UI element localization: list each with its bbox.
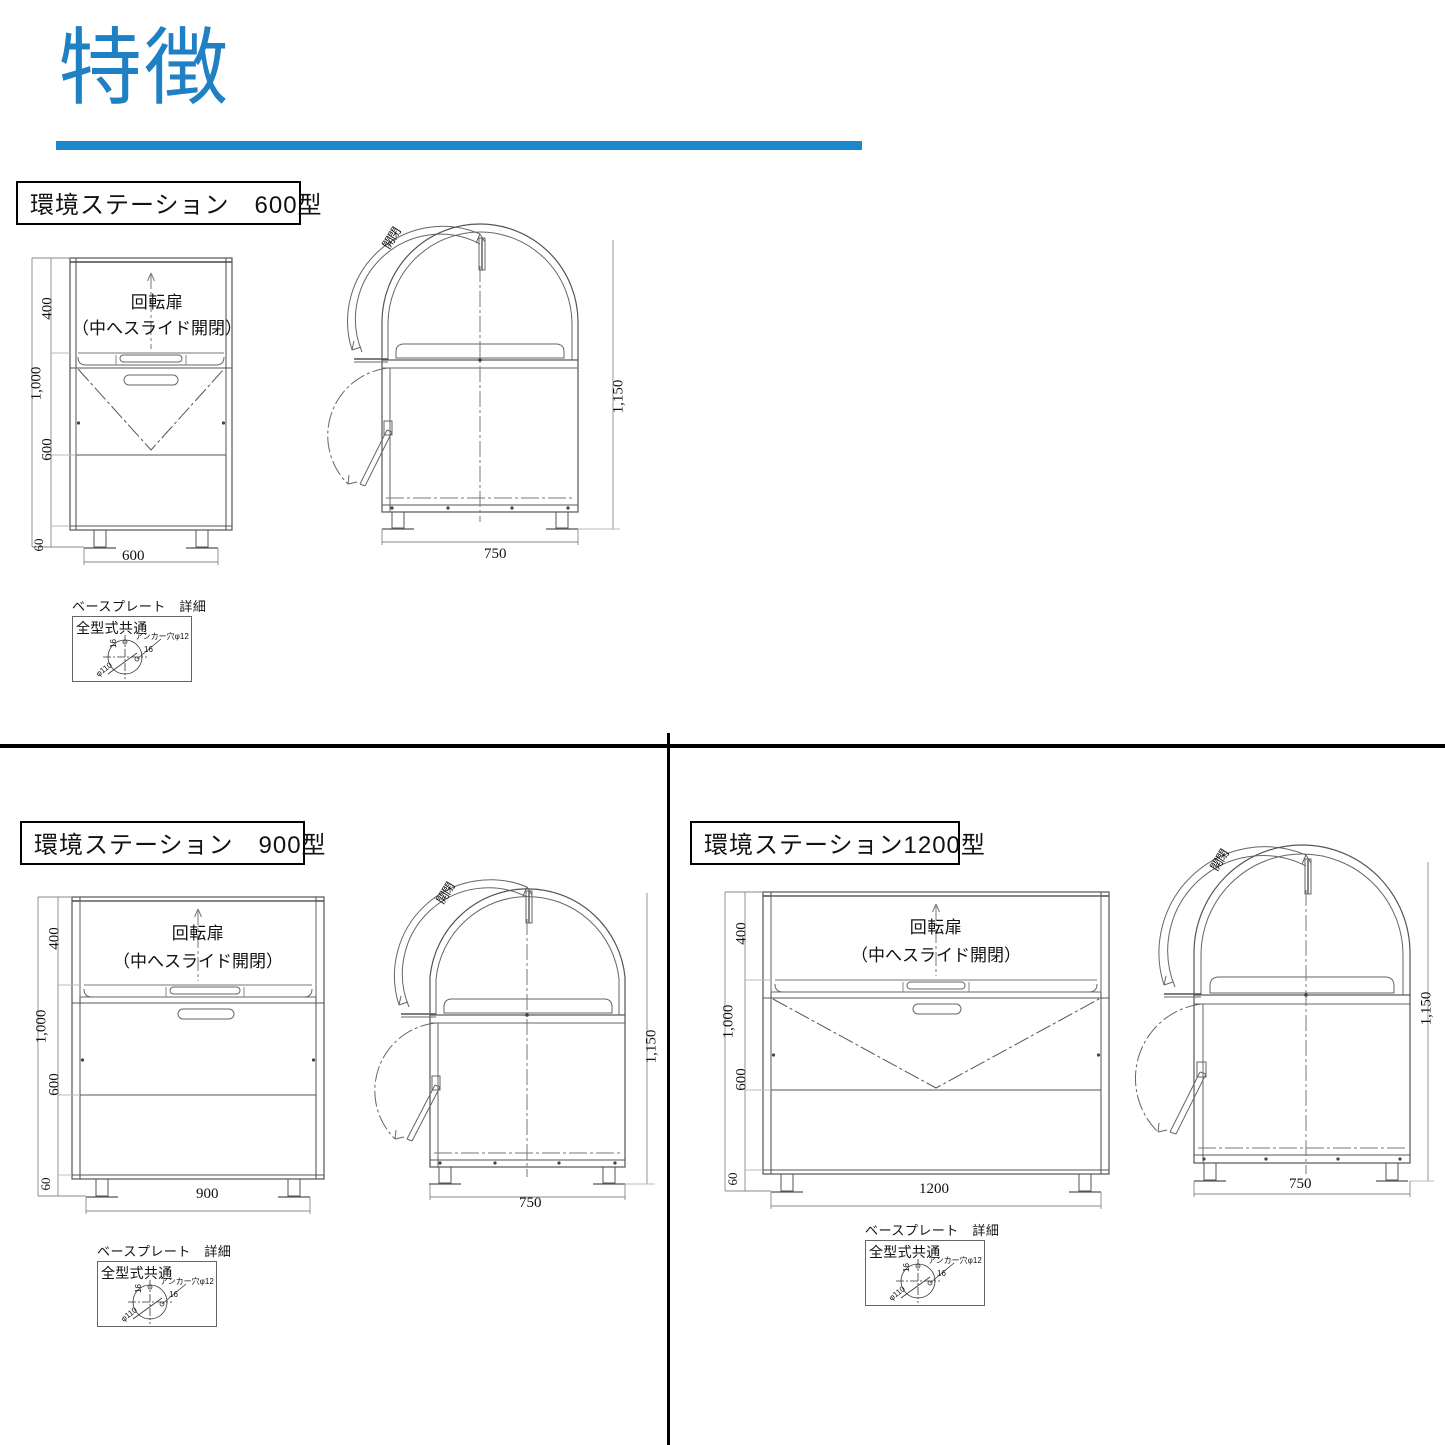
label-900-slide-note: （中へスライド開閉）: [113, 952, 283, 971]
dim-900-total: 1,000: [33, 1009, 50, 1044]
base-plate-mark-a-1200: 16: [901, 1263, 911, 1272]
model-caption-1200-label: 環境ステーション1200型: [704, 831, 986, 859]
dim-600-top: 400: [39, 297, 56, 320]
dim-600-width: 600: [122, 548, 145, 564]
model-caption-900-label: 環境ステーション 900型: [34, 831, 327, 859]
panel-divider-vertical: [667, 733, 670, 1445]
dim-1200-top: 400: [733, 922, 750, 945]
base-plate-detail-900: ベースプレート 詳細 全型式共通 アンカー穴φ12 16 16 φ110: [97, 1241, 231, 1327]
base-plate-common-1200: 全型式共通: [869, 1244, 941, 1260]
base-plate-common-600: 全型式共通: [76, 620, 148, 636]
base-plate-common-900: 全型式共通: [101, 1265, 173, 1281]
dim-1200-foot: 60: [725, 1172, 740, 1186]
label-1200-slide-note: （中へスライド開閉）: [851, 946, 1021, 965]
label-600-rotating-door: 回転扉: [130, 293, 184, 312]
drawing-600-side-view: [327, 222, 640, 572]
model-caption-600-label: 環境ステーション 600型: [30, 191, 323, 219]
dim-900-mid: 600: [46, 1073, 63, 1096]
base-plate-anchor-label-900: アンカー穴φ12: [160, 1277, 214, 1286]
base-plate-title-600: ベースプレート 詳細: [72, 599, 207, 614]
drawing-900-side-view: [374, 875, 665, 1225]
dim-600-total: 1,000: [28, 366, 45, 401]
dim-900-side-height: 1,150: [643, 1029, 660, 1064]
base-plate-detail-600: ベースプレート 詳細 全型式共通 アンカー穴φ12 16 16 φ110: [72, 596, 206, 682]
drawing-600-front-view: [20, 245, 285, 575]
base-plate-anchor-label-1200: アンカー穴φ12: [928, 1256, 982, 1265]
drawing-1200-side-view: [1135, 840, 1440, 1230]
base-plate-title-1200: ベースプレート 詳細: [865, 1223, 1000, 1238]
model-caption-900: 環境ステーション 900型: [20, 821, 326, 865]
panel-divider-horizontal: [0, 744, 1445, 748]
dim-1200-total: 1,000: [720, 1004, 737, 1039]
label-900-rotating-door: 回転扉: [171, 924, 225, 943]
page-title: 特徴: [58, 21, 231, 115]
dim-900-top: 400: [46, 927, 63, 950]
dim-600-side-depth: 750: [484, 546, 507, 562]
dim-1200-side-depth: 750: [1289, 1176, 1312, 1192]
drawing-1200-front-view: [715, 880, 1135, 1220]
base-plate-detail-1200: ベースプレート 詳細 全型式共通 アンカー穴φ12 16 16 φ110: [865, 1220, 999, 1306]
dim-600-mid: 600: [39, 438, 56, 461]
dim-1200-mid: 600: [733, 1068, 750, 1091]
dim-1200-width: 1200: [919, 1181, 949, 1197]
title-underline-rule: [56, 141, 862, 150]
label-600-slide-note: （中へスライド開閉）: [72, 319, 242, 338]
dim-900-foot: 60: [38, 1177, 53, 1191]
dim-900-width: 900: [196, 1186, 219, 1202]
model-caption-600: 環境ステーション 600型: [16, 181, 322, 225]
base-plate-anchor-label-600: アンカー穴φ12: [135, 632, 189, 641]
base-plate-mark-a-900: 16: [133, 1284, 143, 1293]
dim-600-foot: 60: [31, 538, 46, 552]
dim-1200-side-height: 1,150: [1418, 991, 1435, 1026]
dim-900-side-depth: 750: [519, 1195, 542, 1211]
base-plate-mark-a-600: 16: [108, 639, 118, 648]
label-1200-rotating-door: 回転扉: [909, 918, 963, 937]
model-caption-1200: 環境ステーション1200型: [690, 821, 985, 865]
drawing-900-front-view: [30, 885, 350, 1225]
base-plate-mark-b-1200: 16: [937, 1269, 946, 1278]
base-plate-mark-b-900: 16: [169, 1290, 178, 1299]
base-plate-title-900: ベースプレート 詳細: [97, 1244, 232, 1259]
base-plate-mark-b-600: 16: [144, 645, 153, 654]
dim-600-side-height: 1,150: [610, 379, 627, 414]
